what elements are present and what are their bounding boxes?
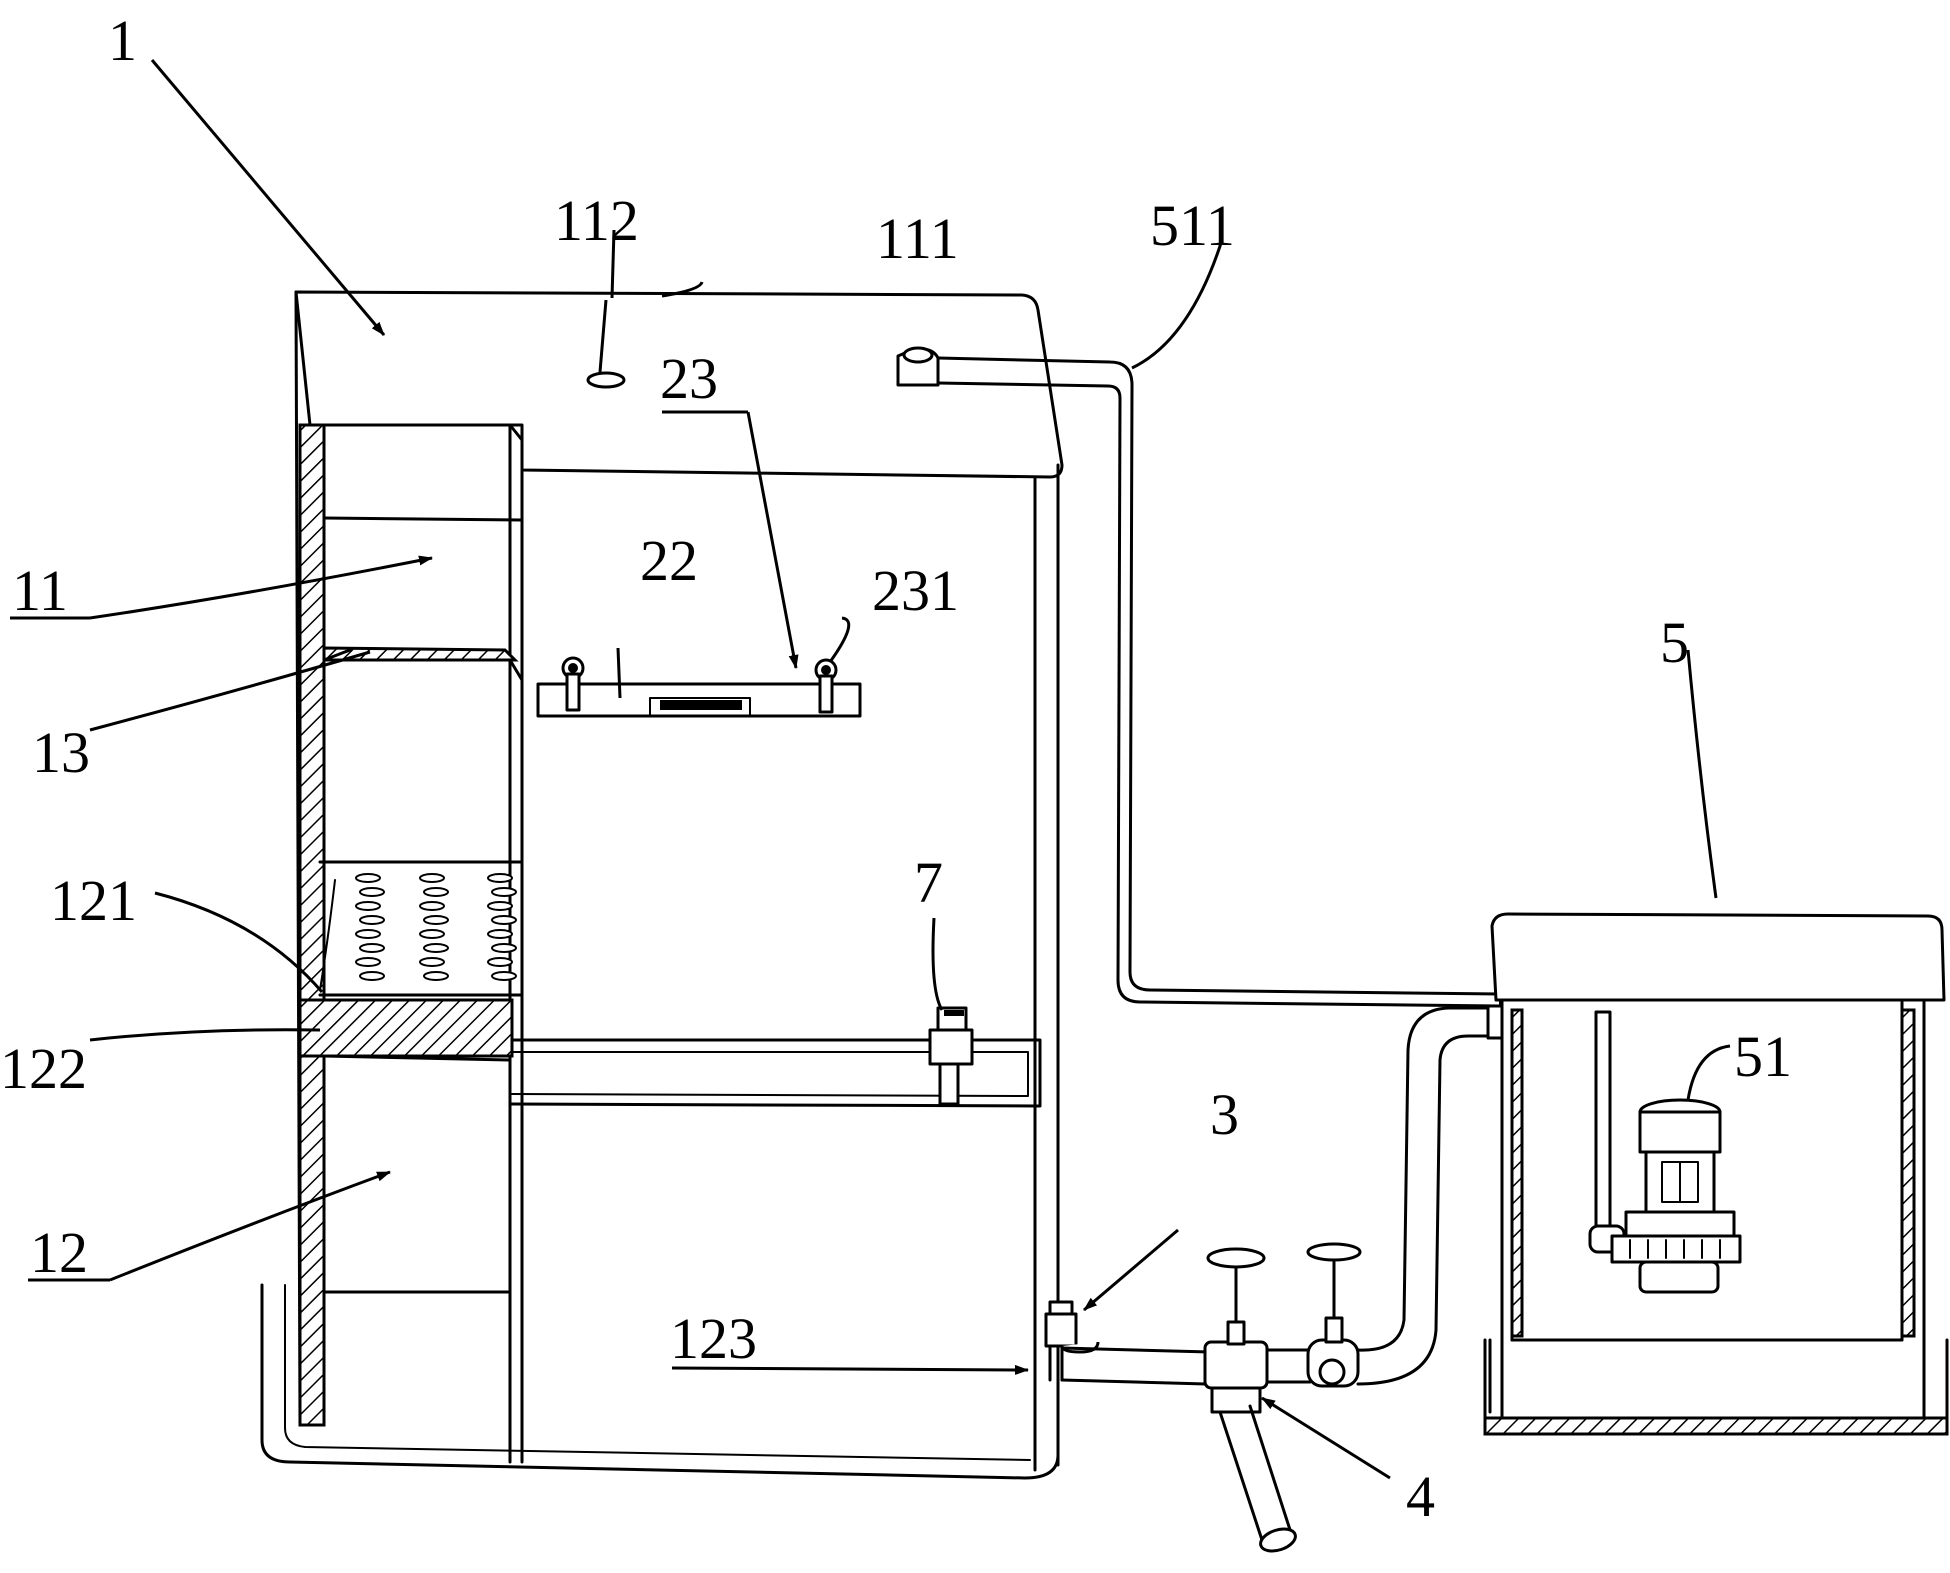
perforated-plate-121 — [318, 860, 524, 997]
tank-right-wall — [1033, 463, 1060, 1472]
perforation-hole — [419, 873, 445, 883]
perforation-hole — [423, 943, 449, 953]
label-121: 121 — [50, 868, 137, 933]
return-pipe-511 — [936, 356, 1502, 996]
main-tank — [260, 290, 1064, 1480]
reference-numerals: 1 112 111 511 23 22 231 11 13 121 122 12… — [0, 8, 1792, 1529]
pump-tank-5 — [1483, 912, 1949, 1436]
bolt-231-left — [561, 656, 585, 712]
perforation-hole — [355, 873, 381, 883]
vent-112 — [586, 371, 626, 389]
valve-7 — [928, 1006, 974, 1106]
tank-lid — [294, 290, 1064, 479]
perforation-hole — [487, 873, 513, 883]
perforation-hole — [423, 915, 449, 925]
pump-51 — [1588, 1010, 1742, 1294]
gate-valve — [1306, 1242, 1362, 1388]
valve-3 — [1044, 1300, 1100, 1354]
label-1: 1 — [108, 8, 137, 73]
inlet-111 — [896, 346, 940, 387]
perforation-hole — [423, 971, 449, 981]
label-3: 3 — [1210, 1082, 1239, 1147]
label-23: 23 — [660, 346, 718, 411]
perforation-hole — [419, 929, 445, 939]
label-112: 112 — [554, 188, 639, 253]
perforation-hole — [355, 929, 381, 939]
perforation-hole — [491, 971, 517, 981]
perforation-hole — [487, 929, 513, 939]
perforation-hole — [487, 901, 513, 911]
label-511: 511 — [1150, 193, 1235, 258]
perforation-hole — [491, 915, 517, 925]
label-11: 11 — [12, 558, 68, 623]
filter-layer-122 — [298, 998, 514, 1058]
label-12: 12 — [30, 1220, 88, 1285]
label-7: 7 — [914, 850, 943, 915]
partition-13 — [322, 646, 519, 662]
tank-left-wall-section — [298, 423, 326, 1427]
label-4: 4 — [1406, 1464, 1435, 1529]
perforation-hole — [359, 887, 385, 897]
perforation-hole — [355, 957, 381, 967]
bolt-231-right — [814, 658, 838, 714]
label-231: 231 — [872, 558, 959, 623]
drain-line — [1044, 1004, 1504, 1553]
label-51: 51 — [1734, 1024, 1792, 1089]
perforation-hole — [419, 901, 445, 911]
perforation-hole — [359, 943, 385, 953]
label-22: 22 — [640, 528, 698, 593]
perforation-hole — [419, 957, 445, 967]
label-123: 123 — [670, 1306, 757, 1371]
perforation-hole — [359, 971, 385, 981]
tee-valve-4 — [1203, 1247, 1297, 1553]
label-111: 111 — [876, 206, 959, 271]
perforation-hole — [359, 915, 385, 925]
label-13: 13 — [32, 720, 90, 785]
observation-window — [536, 656, 862, 718]
perforation-hole — [355, 901, 381, 911]
leader-lines — [10, 59, 1731, 1480]
perforation-hole — [491, 943, 517, 953]
label-122: 122 — [0, 1036, 87, 1101]
perforation-hole — [487, 957, 513, 967]
label-5: 5 — [1660, 610, 1689, 675]
perforation-hole — [491, 887, 517, 897]
perforation-hole — [423, 887, 449, 897]
tank-base — [260, 1283, 1060, 1480]
